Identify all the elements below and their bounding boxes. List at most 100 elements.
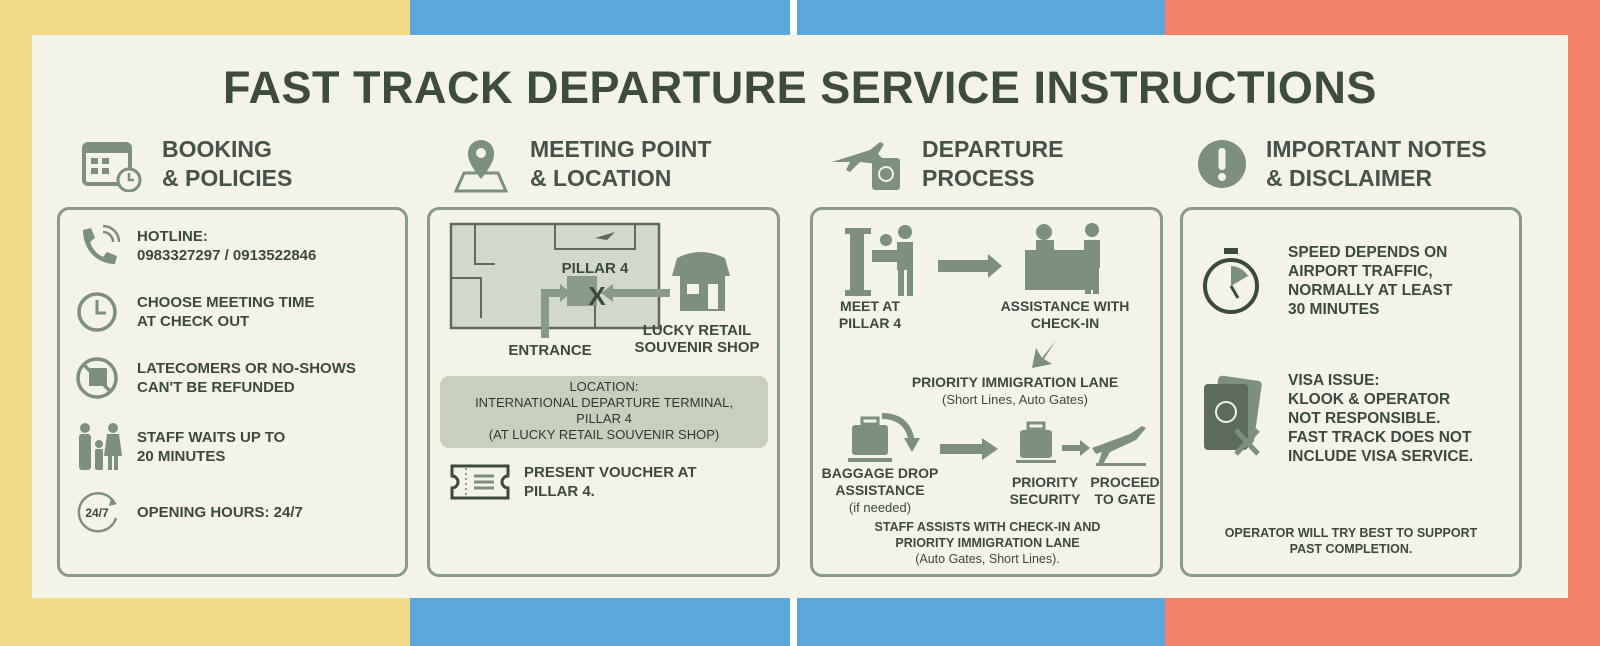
text-line: PILLAR 4.	[524, 483, 595, 500]
phone-icon	[83, 224, 121, 264]
heading-line: DEPARTURE	[922, 136, 1064, 162]
hotline-numbers: 0983327297 / 0913522846	[137, 247, 317, 264]
heading-line: & LOCATION	[530, 165, 672, 191]
text-line: ASSISTANCE WITH	[1000, 298, 1130, 314]
location-box: LOCATION:INTERNATIONAL DEPARTURE TERMINA…	[440, 376, 768, 448]
item-text: 20 MINUTES	[137, 448, 226, 465]
text-line: PILLAR 4	[838, 315, 902, 331]
heading-line: MEETING POINT	[530, 136, 712, 162]
text-line: INTERNATIONAL DEPARTURE TERMINAL,	[475, 395, 733, 410]
voucher-item: PRESENT VOUCHER AT PILLAR 4.	[450, 460, 697, 504]
instructions-panel	[32, 35, 1568, 598]
text-line: (if needed)	[848, 500, 912, 515]
booking-box	[57, 207, 408, 577]
text-line: (AT LUCKY RETAIL SOUVENIR SHOP)	[488, 427, 720, 442]
no-refund-item: LATECOMERS OR NO-SHOWS CAN'T BE REFUNDED	[75, 356, 356, 400]
no-refund-icon	[76, 357, 118, 399]
departure-flow-graphic	[845, 223, 1146, 466]
text-line: INCLUDE VISA SERVICE.	[1288, 447, 1474, 465]
immigration-step-label: PRIORITY IMMIGRATION LANE (Short Lines, A…	[880, 374, 1150, 408]
text-line: PRIORITY	[1011, 474, 1079, 490]
text-line: LOCATION:	[569, 379, 639, 394]
pillar-marker: X	[588, 281, 606, 311]
text-line: FAST TRACK DOES NOT	[1288, 428, 1472, 446]
entrance-label: ENTRANCE	[508, 342, 592, 359]
section-departure-header: DEPARTURE PROCESS	[830, 135, 1063, 193]
map-pin-icon	[453, 140, 509, 193]
notes-box	[1180, 207, 1522, 577]
text-line: PAST COMPLETION.	[1289, 542, 1413, 556]
exclamation-icon	[1198, 140, 1246, 188]
hotline-label: HOTLINE:	[137, 228, 208, 245]
text-line: PRESENT VOUCHER AT	[524, 464, 697, 481]
departure-note: STAFF ASSISTS WITH CHECK-IN AND PRIORITY …	[820, 519, 1155, 567]
text-line: BAGGAGE DROP	[821, 465, 939, 481]
text-line: 30 MINUTES	[1288, 301, 1380, 318]
hotline-item: HOTLINE: 0983327297 / 0913522846	[75, 224, 316, 268]
heading-line: & POLICIES	[162, 165, 293, 191]
text-line: NOT RESPONSIBLE.	[1288, 409, 1441, 427]
text-line: PILLAR 4	[576, 411, 632, 426]
text-line: ASSISTANCE	[835, 482, 925, 498]
heading-line: IMPORTANT NOTES	[1266, 136, 1487, 162]
text-line: STAFF ASSISTS WITH CHECK-IN AND	[874, 520, 1101, 534]
text-line: NORMALLY AT LEAST	[1288, 282, 1453, 299]
clock-icon	[77, 292, 117, 332]
item-text: STAFF WAITS UP TO	[137, 429, 286, 446]
plane-icon	[595, 232, 615, 240]
item-text: AT CHECK OUT	[137, 313, 250, 330]
plane-passport-icon	[832, 142, 900, 190]
family-icon	[79, 423, 122, 470]
text-line: AIRPORT TRAFFIC,	[1288, 263, 1433, 280]
text-line: KLOOK & OPERATOR	[1288, 390, 1451, 408]
map-pillar-label: PILLAR 4	[561, 260, 629, 277]
speed-note: SPEED DEPENDS ON AIRPORT TRAFFIC, NORMALLY…	[1200, 243, 1452, 319]
item-text: CHOOSE MEETING TIME	[137, 294, 315, 311]
text-line: MEET AT	[840, 298, 900, 314]
text-line: PROCEED	[1090, 474, 1160, 490]
text-line: SPEED DEPENDS ON	[1288, 244, 1448, 261]
operator-note: OPERATOR WILL TRY BEST TO SUPPORT PAST CO…	[1190, 525, 1512, 557]
svg-text:24/7: 24/7	[85, 506, 109, 520]
text-line: OPERATOR WILL TRY BEST TO SUPPORT	[1224, 526, 1478, 540]
calendar-icon	[82, 142, 142, 192]
heading-line: PROCESS	[922, 165, 1035, 191]
text-line: LUCKY RETAIL	[642, 322, 752, 339]
stopwatch-icon	[1203, 248, 1259, 314]
section-notes-header: IMPORTANT NOTES & DISCLAIMER	[1196, 135, 1487, 193]
24-7-icon: 24/7	[77, 492, 118, 533]
text-line: (Auto Gates, Short Lines).	[915, 552, 1060, 566]
item-text: CAN'T BE REFUNDED	[137, 379, 295, 396]
shop-icon	[672, 252, 730, 311]
terminal-map	[449, 222, 730, 338]
text-line: CHECK-IN	[1030, 315, 1100, 331]
item-text: LATECOMERS OR NO-SHOWS	[137, 360, 356, 377]
departure-box	[810, 207, 1163, 577]
section-booking-header: BOOKING & POLICIES	[80, 135, 292, 193]
heading-line: & DISCLAIMER	[1266, 165, 1433, 191]
text-line: TO GATE	[1094, 491, 1156, 507]
page-title: FAST TRACK DEPARTURE SERVICE INSTRUCTION…	[223, 62, 1377, 113]
staff-waits-item: STAFF WAITS UP TO 20 MINUTES	[75, 422, 285, 472]
text-line: SOUVENIR SHOP	[634, 339, 760, 356]
opening-hours-item: 24/7 OPENING HOURS: 24/7	[75, 490, 303, 534]
text-line: (Short Lines, Auto Gates)	[942, 392, 1088, 407]
section-meeting-header: MEETING POINT & LOCATION	[450, 135, 711, 193]
text-line: VISA ISSUE:	[1288, 371, 1380, 389]
text-line: PRIORITY IMMIGRATION LANE	[895, 536, 1080, 550]
heading-line: BOOKING	[162, 136, 272, 162]
meeting-time-item: CHOOSE MEETING TIME AT CHECK OUT	[75, 290, 315, 334]
text-line: PRIORITY IMMIGRATION LANE	[911, 374, 1119, 390]
ticket-icon	[450, 464, 510, 500]
passport-no-visa-icon	[1204, 375, 1262, 456]
text-line: SECURITY	[1009, 491, 1081, 507]
meeting-box	[427, 207, 780, 577]
item-text: OPENING HOURS: 24/7	[137, 503, 303, 521]
